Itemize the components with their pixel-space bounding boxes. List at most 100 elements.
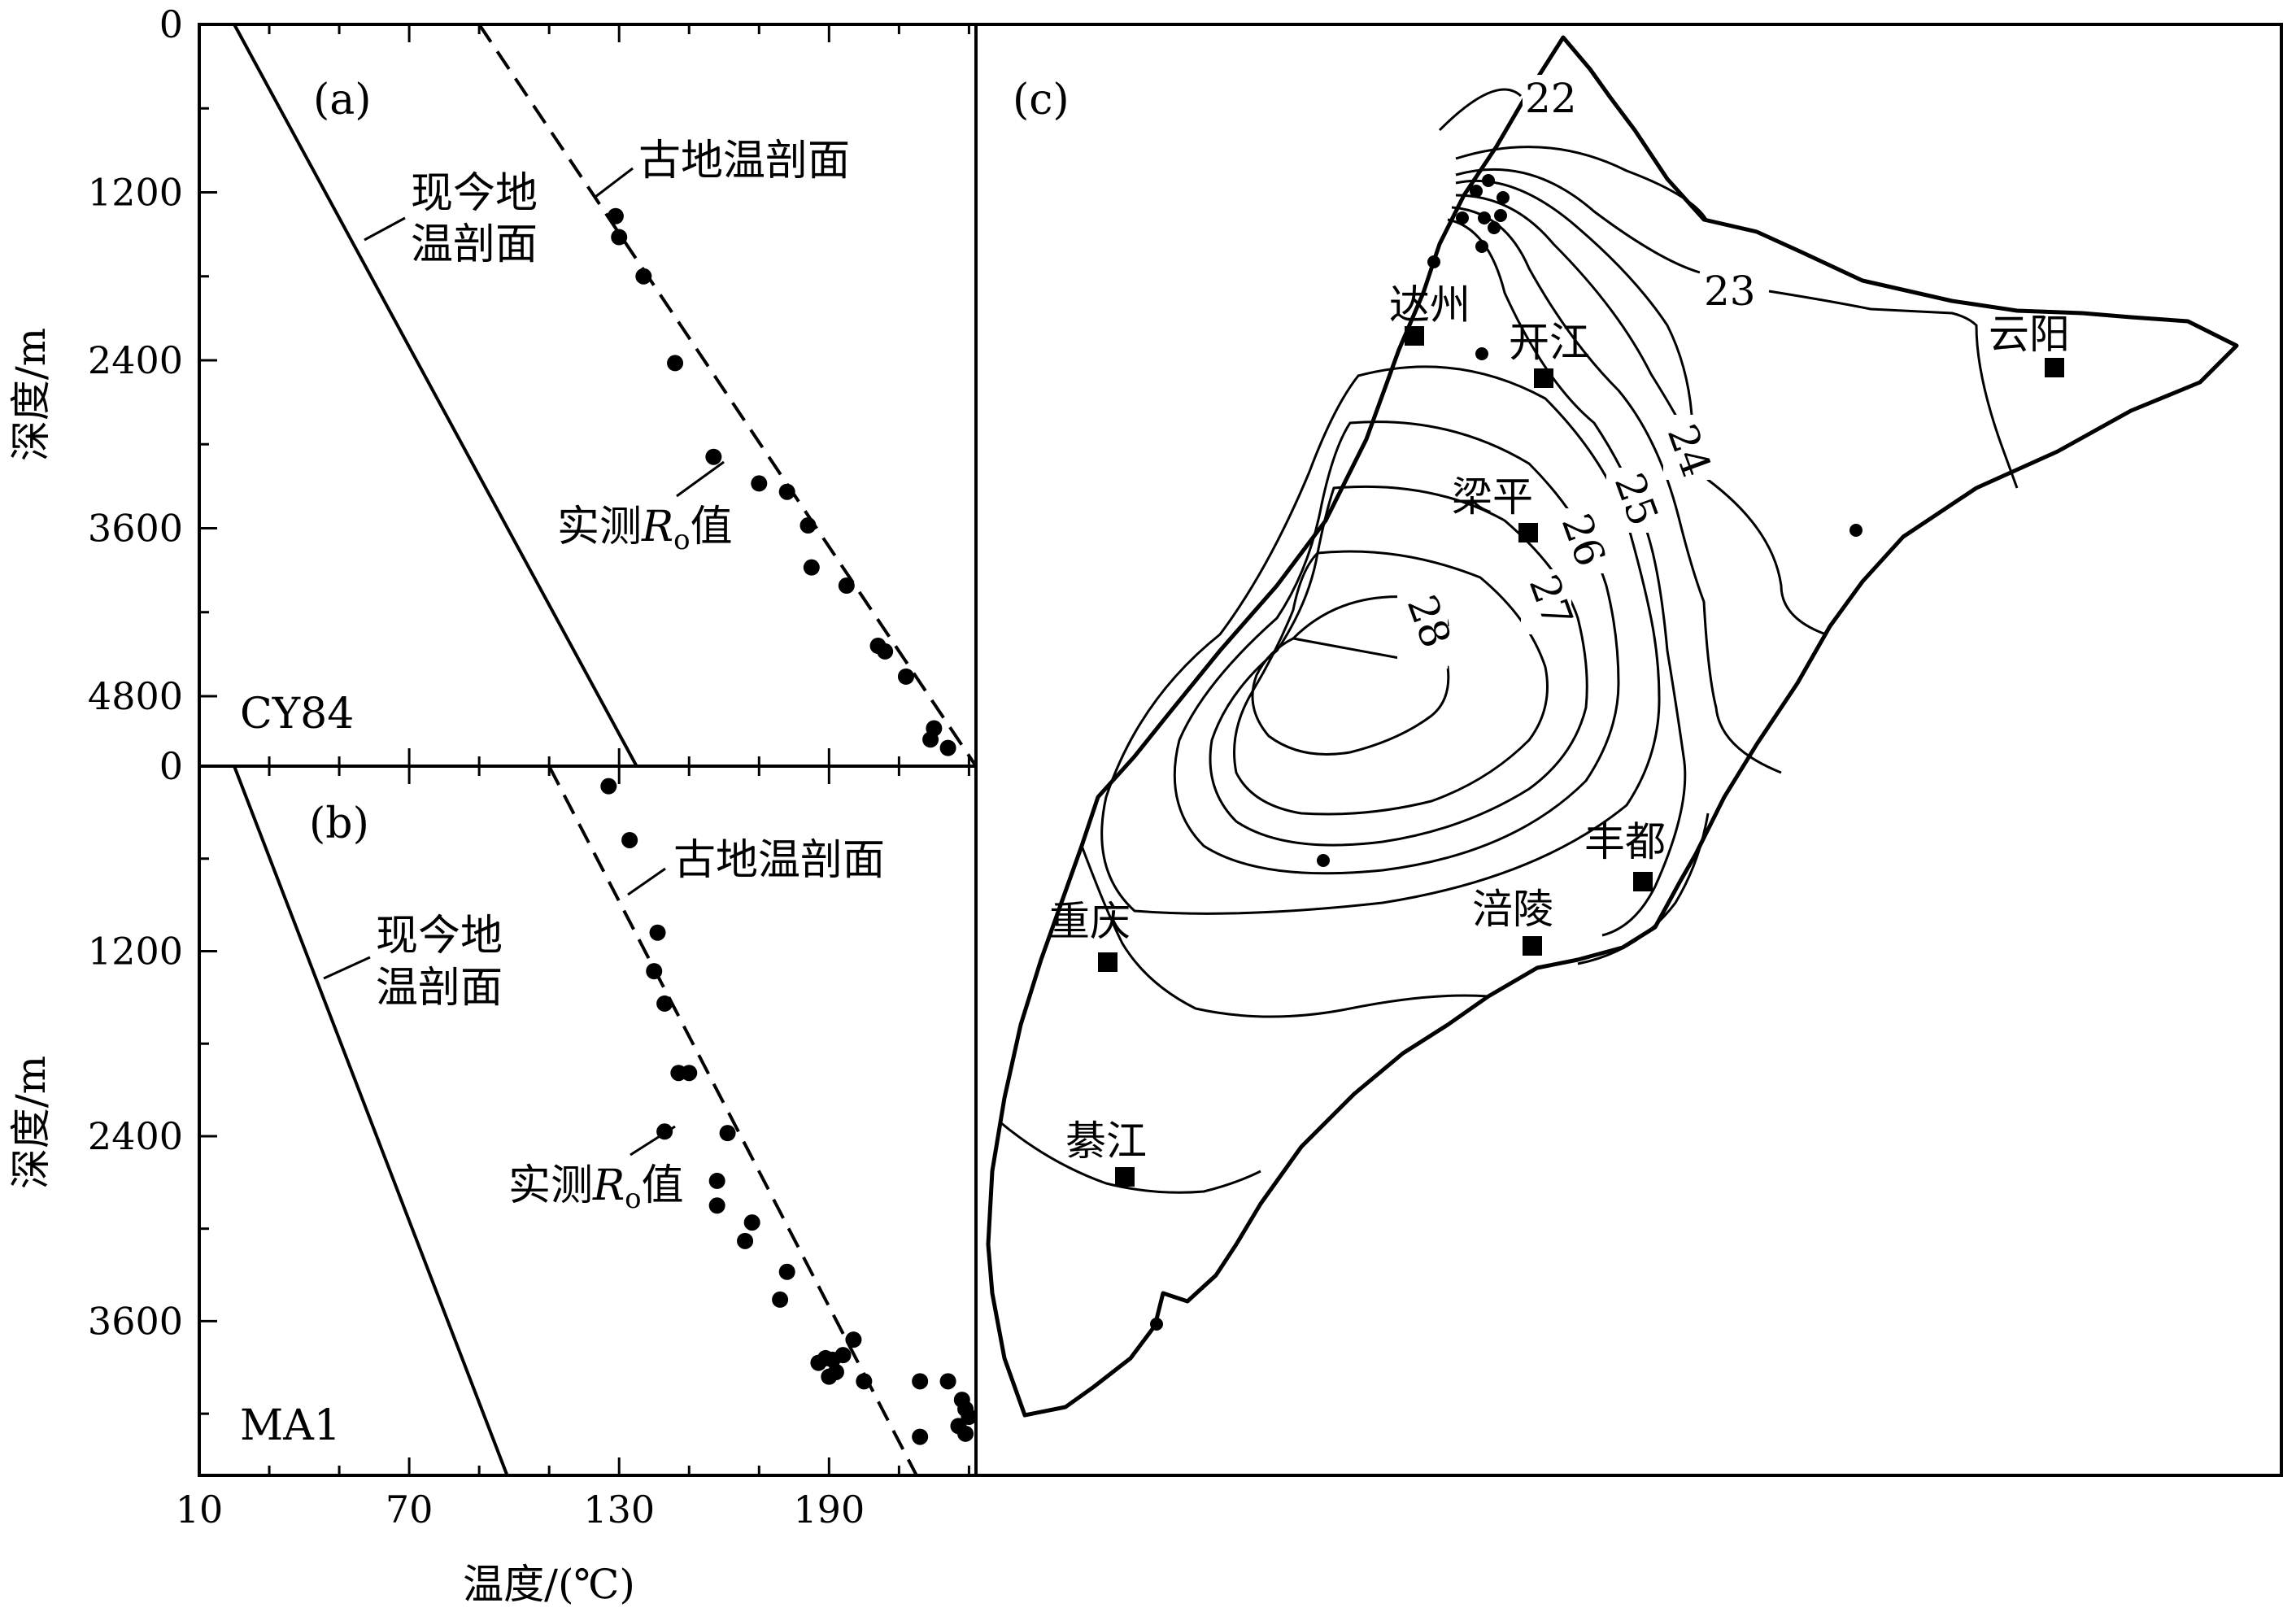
- panel-a-paleo-leader: [595, 167, 634, 198]
- map-well-dot: [1482, 174, 1495, 187]
- panel-a-ro-point: [778, 483, 795, 500]
- panel-a-ro-point: [635, 268, 652, 285]
- isotherm-label-23: 23: [1704, 268, 1756, 315]
- panel-a-present-leader: [364, 216, 406, 242]
- city-label-liangping: 梁平: [1452, 473, 1533, 521]
- panel-a-ro-point: [803, 559, 820, 576]
- panel-a-frame: [198, 23, 978, 768]
- isotherm-22b: [1455, 146, 1708, 220]
- panel-a-y-axis-title: 深度/m: [7, 328, 54, 461]
- map-well-dot: [1475, 240, 1488, 253]
- panel-a-present-geotherm-line: [233, 24, 638, 767]
- map-well-dots: [1150, 174, 1863, 1331]
- panel-b-y-tick-label: 3600: [88, 1299, 183, 1343]
- map-well-dot: [1475, 347, 1488, 360]
- isotherm-27: [1100, 365, 1661, 915]
- city-marker-chongqing: [1098, 952, 1118, 972]
- panel-a-ro-point: [667, 355, 684, 372]
- map-well-dot: [1488, 221, 1501, 234]
- panel-b-present-label-line1: 现今地: [376, 912, 503, 961]
- panel-b-ro-point: [681, 1065, 698, 1082]
- map-cities: 达州 开江 云阳 梁平 丰都 重庆 涪陵 綦江: [1049, 281, 2070, 1187]
- panel-a-ro-point: [705, 448, 722, 465]
- city-label-chongqing: 重庆: [1049, 898, 1131, 945]
- isotherm-26b: [1209, 485, 1588, 847]
- panel-b-present-label-line2: 温剖面: [376, 964, 503, 1013]
- panel-b-x-tick-label: 70: [386, 1488, 433, 1531]
- panel-b-y-axis-title: 深度/m: [7, 1056, 54, 1189]
- panel-a-label: (a): [313, 76, 372, 124]
- panel-b-x-tick-label: 10: [176, 1488, 224, 1531]
- city-marker-qijiang: [1115, 1167, 1135, 1187]
- map-well-dot: [1849, 524, 1863, 537]
- panel-b-ro-point: [646, 963, 663, 980]
- panel-b-ro-prefix: 实测: [508, 1161, 593, 1210]
- panel-a-ro-point: [799, 517, 817, 534]
- panel-a-ro-point: [611, 229, 628, 246]
- panel-b-well-name: MA1: [240, 1401, 341, 1450]
- panel-b-present-leader: [323, 956, 371, 980]
- label-24-bg: [1663, 415, 1714, 480]
- panel-b-axis-ticks: [198, 765, 970, 1475]
- panel-a-y-tick-label: 0: [159, 2, 183, 46]
- panel-b-ro-point: [821, 1368, 838, 1385]
- panel-b-ro-point: [939, 1373, 956, 1390]
- panel-a-ro-point: [607, 207, 624, 224]
- isotherm-chongqing: [1080, 845, 1489, 1018]
- panel-b-ro-subscript: o: [625, 1183, 641, 1215]
- panel-b-ro-point: [708, 1197, 725, 1214]
- panel-a-ro-subscript: o: [673, 524, 690, 556]
- panel-a-ro-prefix: 实测: [557, 503, 642, 551]
- panel-a-ro-point: [877, 643, 894, 660]
- panel-b-ro-leader: [630, 1125, 676, 1157]
- panel-a-present-label-line2: 温剖面: [411, 220, 538, 269]
- map-well-dot: [1317, 854, 1330, 867]
- panel-b-y-tick-label: 1200: [88, 929, 183, 973]
- panel-a-y-tick-label: 4800: [88, 674, 183, 718]
- panel-a-axis-ticks: [198, 23, 970, 766]
- panel-b-ro-suffix: 值: [642, 1161, 684, 1210]
- city-label-dazhou: 达州: [1389, 281, 1470, 329]
- panel-b-ro-point: [719, 1125, 736, 1142]
- panel-b-ro-point: [708, 1172, 725, 1189]
- label-25-bg: [1606, 468, 1657, 533]
- panel-a-ro-point: [897, 668, 914, 685]
- panel-b-present-geotherm-line: [233, 765, 509, 1476]
- panel-b-ro-point: [834, 1347, 852, 1364]
- label-27-bg: [1521, 569, 1571, 634]
- panel-a-ro-symbol: R: [641, 503, 673, 551]
- map-well-dot: [1150, 1318, 1163, 1331]
- panel-a-ro-point: [922, 731, 939, 748]
- isotherm-23: [1455, 168, 2019, 489]
- isotherm-25: [1451, 206, 1782, 965]
- isotherm-qijiang: [1000, 1121, 1261, 1194]
- map-well-dot: [1456, 211, 1469, 224]
- city-marker-fuling: [1523, 936, 1542, 956]
- map-well-dot: [1494, 209, 1507, 222]
- panel-a-ro-point: [751, 475, 768, 492]
- panel-a-y-tick-label: 2400: [88, 338, 183, 382]
- label-28-bg: [1397, 594, 1448, 669]
- isotherm-27b: [1173, 420, 1620, 875]
- panel-a-present-label-line1: 现今地: [411, 169, 538, 218]
- city-label-yunyang: 云阳: [1989, 311, 2070, 358]
- panel-a-y-tick-label: 3600: [88, 506, 183, 550]
- panel-b-ro-point: [656, 995, 673, 1012]
- panel-a-ro-suffix: 值: [691, 503, 733, 551]
- panel-b-x-tick-label: 130: [583, 1488, 655, 1531]
- isotherm-22: [1438, 88, 1523, 132]
- panel-b-ro-point: [621, 831, 638, 848]
- city-label-qijiang: 綦江: [1065, 1118, 1147, 1165]
- panel-b-ro-point: [957, 1425, 974, 1442]
- city-marker-yunyang: [2045, 358, 2064, 377]
- isotherm-labels: 22 23 24 25 26 27 28: [1397, 75, 1758, 669]
- panel-b-ro-symbol: R: [592, 1161, 625, 1210]
- map-well-dot: [1478, 211, 1491, 224]
- x-axis-title: 温度/(℃): [463, 1561, 635, 1608]
- panel-c-frame: [974, 23, 2283, 1477]
- panel-a-ro-label: 实测Ro值: [557, 503, 733, 556]
- label-26-bg: [1553, 508, 1604, 573]
